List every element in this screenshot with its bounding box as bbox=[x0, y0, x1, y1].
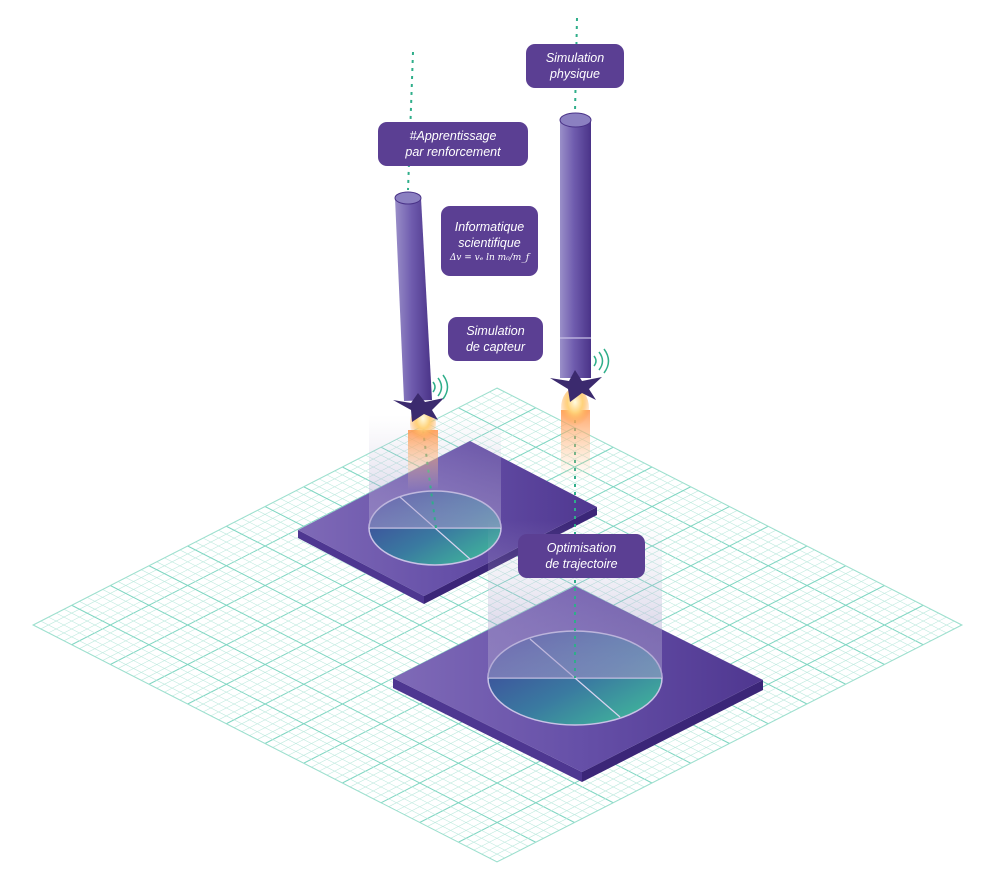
grid-line bbox=[94, 593, 560, 831]
grid-line bbox=[465, 608, 932, 847]
grid-line bbox=[71, 604, 536, 843]
label-physics-simulation: Simulation physique bbox=[526, 44, 624, 88]
grid-line bbox=[86, 597, 552, 835]
label-reinforcement-learning: #Apprentissage par renforcement bbox=[378, 122, 528, 166]
grid-line bbox=[79, 601, 544, 839]
grid-line bbox=[481, 616, 947, 855]
grid-line bbox=[48, 616, 513, 855]
label-sensor-simulation: Simulation de capteur bbox=[448, 317, 543, 361]
grid-line bbox=[40, 620, 505, 859]
grid-line bbox=[489, 620, 955, 859]
rocket-fin-star-icon bbox=[550, 370, 602, 402]
grid-line bbox=[56, 612, 521, 851]
rocket-fin-star-icon bbox=[393, 393, 444, 422]
grid-line bbox=[473, 612, 939, 851]
rocket-flame-right bbox=[561, 388, 590, 480]
wifi-signal-icon bbox=[593, 348, 610, 374]
label-scientific-computing: Informatique scientifique Δv = vₑ ln m₀/… bbox=[441, 206, 538, 276]
label-trajectory-optimisation: Optimisation de trajectoire bbox=[518, 534, 645, 578]
rocket-equation-formula: Δv = vₑ ln m₀/m_f bbox=[449, 252, 530, 263]
rocket-right bbox=[550, 112, 610, 402]
grid-outline bbox=[31, 387, 964, 863]
rocket-left bbox=[393, 191, 449, 422]
grid-line bbox=[63, 608, 529, 847]
wifi-signal-icon bbox=[432, 374, 449, 400]
grid-line bbox=[102, 589, 567, 827]
